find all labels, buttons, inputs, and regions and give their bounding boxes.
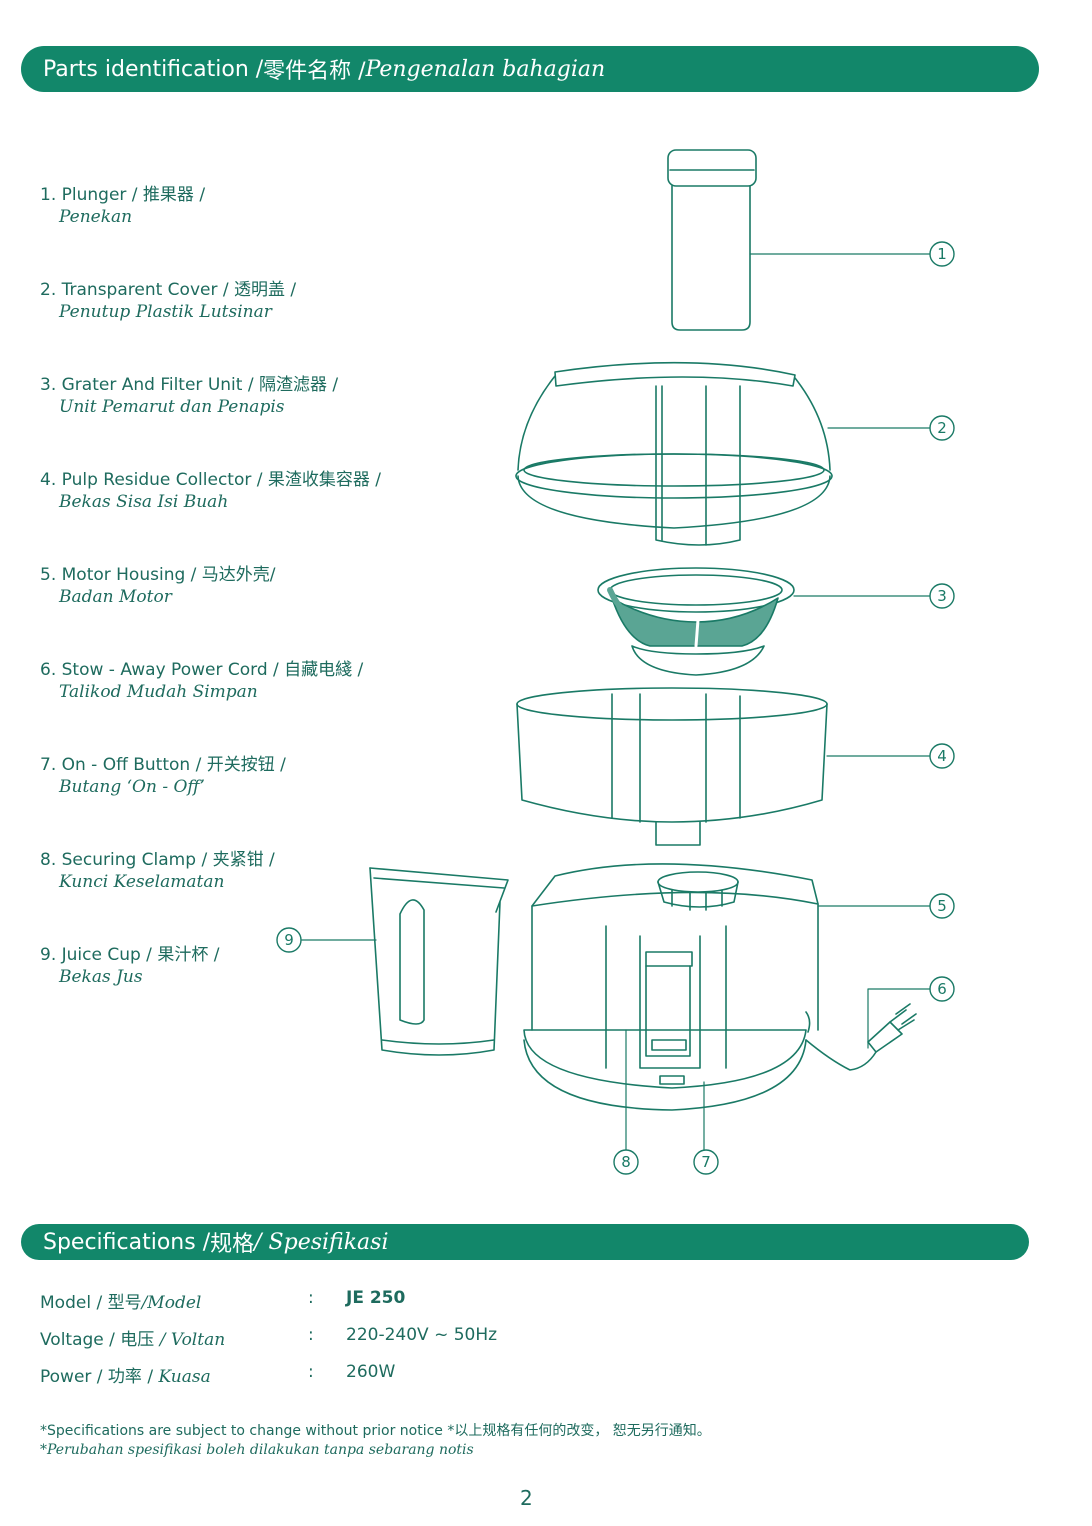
part-label-ms: Talikod Mudah Simpan (59, 682, 258, 702)
spec-value: JE 250 (346, 1288, 406, 1308)
callout-number-4: 4 (937, 747, 947, 765)
part-label-en: 6. Stow - Away Power Cord / 自藏电綫 / (40, 660, 364, 680)
spec-label-text: Power / 功率 / (40, 1367, 159, 1387)
spec-label-ms: Kuasa (158, 1367, 211, 1387)
callout-number-9: 9 (284, 931, 294, 949)
spec-label: Model / 型号/Model (40, 1288, 201, 1313)
spec-label-text: Voltage / 电压 (40, 1330, 160, 1350)
callout-number-2: 2 (937, 419, 947, 437)
part-label-ms: Butang ‘On - Off’ (59, 777, 205, 797)
part-item-grater-filter: 3. Grater And Filter Unit / 隔渣滤器 / Unit … (40, 374, 338, 418)
part-label-en: 1. Plunger / 推果器 / (40, 185, 206, 205)
part-label-ms: Penutup Plastik Lutsinar (59, 302, 272, 322)
part-label-ms: Badan Motor (59, 587, 172, 607)
part-label-en: 3. Grater And Filter Unit / 隔渣滤器 / (40, 375, 339, 395)
spec-row-voltage: Voltage / 电压 / Voltan : 220-240V ~ 50Hz (40, 1325, 640, 1351)
specs-title-ms: / Spesifikasi (254, 1229, 389, 1255)
callout-markers (276, 241, 955, 1175)
part-label-en: 4. Pulp Residue Collector / 果渣收集容器 / (40, 470, 382, 490)
spec-label: Voltage / 电压 / Voltan (40, 1325, 225, 1350)
part-label-en: 5. Motor Housing / 马达外壳/ (40, 565, 276, 585)
pulp-collector-drawing (516, 687, 828, 846)
callout-number-1: 1 (937, 245, 947, 263)
callout-number-7: 7 (701, 1153, 711, 1171)
grater-filter-drawing (597, 567, 795, 676)
part-label-en: 7. On - Off Button / 开关按钮 / (40, 755, 286, 775)
part-item-pulp-collector: 4. Pulp Residue Collector / 果渣收集容器 / Bek… (40, 469, 381, 513)
callout-number-3: 3 (937, 587, 947, 605)
spec-label-text: Model / 型号 (40, 1293, 142, 1313)
part-label-ms: Bekas Jus (59, 967, 143, 987)
part-label-en: 8. Securing Clamp / 夹紧钳 / (40, 850, 275, 870)
part-label-ms: Penekan (59, 207, 133, 227)
motor-housing-drawing (523, 863, 917, 1111)
specs-title-en: Specifications / (43, 1229, 211, 1255)
parts-identification-banner: Parts identification / 零件名称 / Pengenalan… (21, 46, 1039, 92)
part-label-ms: Unit Pemarut dan Penapis (59, 397, 285, 417)
spec-colon: : (308, 1325, 314, 1345)
callout-number-6: 6 (937, 980, 947, 998)
part-item-juice-cup: 9. Juice Cup / 果汁杯 / Bekas Jus (40, 944, 219, 988)
parts-title-zh: 零件名称 / (263, 59, 366, 84)
part-label-ms: Bekas Sisa Isi Buah (59, 492, 229, 512)
callout-lines (301, 253, 931, 1151)
part-item-securing-clamp: 8. Securing Clamp / 夹紧钳 / Kunci Keselama… (40, 849, 275, 893)
part-item-transparent-cover: 2. Transparent Cover / 透明盖 / Penutup Pla… (40, 279, 296, 323)
transparent-cover-drawing (515, 361, 833, 546)
spec-value: 220-240V ~ 50Hz (346, 1325, 498, 1345)
part-item-on-off-button: 7. On - Off Button / 开关按钮 / Butang ‘On -… (40, 754, 286, 798)
plunger-drawing (667, 149, 757, 331)
specifications-banner: Specifications / 规格 / Spesifikasi (21, 1224, 1029, 1260)
spec-label-ms: /Model (141, 1293, 202, 1313)
parts-title-en: Parts identification / (43, 56, 264, 82)
part-item-power-cord: 6. Stow - Away Power Cord / 自藏电綫 / Talik… (40, 659, 363, 703)
part-label-en: 9. Juice Cup / 果汁杯 / (40, 945, 220, 965)
spec-label: Power / 功率 / Kuasa (40, 1362, 211, 1387)
specs-title-zh: 规格 (210, 1232, 255, 1257)
spec-row-model: Model / 型号/Model : JE 250 (40, 1288, 640, 1314)
spec-change-notice-ms: *Perubahan spesifikasi boleh dilakukan t… (40, 1442, 474, 1458)
callout-number-8: 8 (621, 1153, 631, 1171)
part-item-plunger: 1. Plunger / 推果器 / Penekan (40, 184, 205, 228)
spec-value: 260W (346, 1362, 396, 1382)
parts-title-ms: Pengenalan bahagian (365, 56, 606, 82)
juice-cup-drawing (369, 867, 509, 1056)
spec-colon: : (308, 1288, 314, 1308)
part-label-ms: Kunci Keselamatan (59, 872, 225, 892)
spec-label-ms: / Voltan (159, 1330, 226, 1350)
part-label-en: 2. Transparent Cover / 透明盖 / (40, 280, 297, 300)
page-number: 2 (520, 1486, 533, 1510)
spec-row-power: Power / 功率 / Kuasa : 260W (40, 1362, 640, 1388)
spec-colon: : (308, 1362, 314, 1382)
part-item-motor-housing: 5. Motor Housing / 马达外壳/ Badan Motor (40, 564, 276, 608)
callout-number-5: 5 (937, 897, 947, 915)
spec-change-notice: *Specifications are subject to change wi… (40, 1423, 711, 1439)
